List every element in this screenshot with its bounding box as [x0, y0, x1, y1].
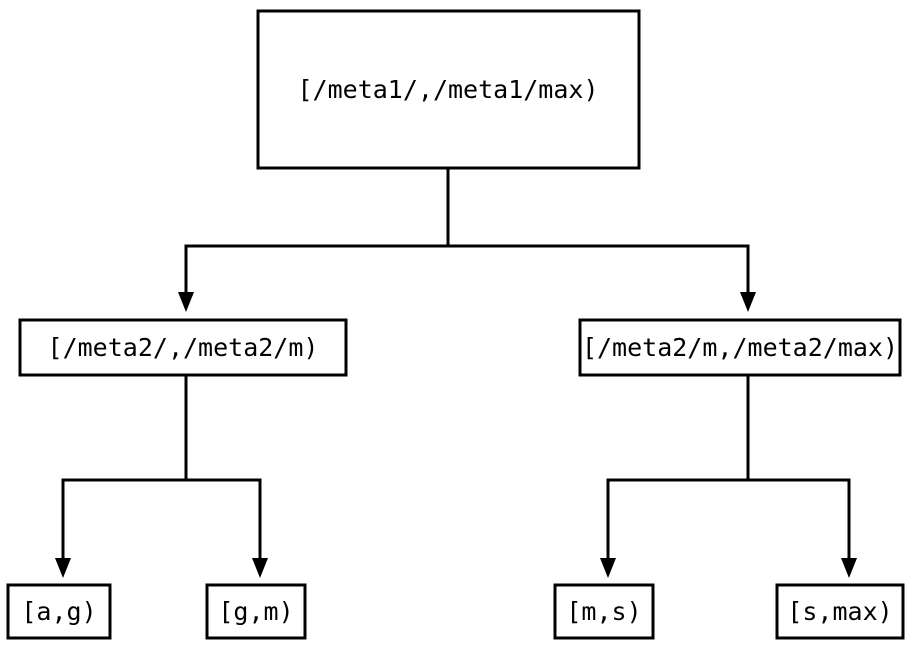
tree-node-leaf-m-s[interactable]: [m,s): [553, 583, 655, 640]
edge-layer: [61, 168, 851, 558]
node-box-leaf-s-max[interactable]: [775, 583, 905, 640]
node-label-leaf-s-max: [s,max): [787, 597, 892, 626]
node-box-leaf-m-s[interactable]: [553, 583, 655, 640]
arrowhead-layer: [55, 292, 857, 578]
arrowhead-icon-leaf-g-m: [252, 558, 268, 578]
edge-mid-right-to-leaf-s-max: [746, 375, 851, 558]
arrowhead-icon-leaf-a-g: [55, 558, 71, 578]
node-label-root: [/meta1/,/meta1/max): [297, 75, 598, 104]
edge-mid-left-to-leaf-g-m: [184, 375, 262, 558]
tree-node-leaf-a-g[interactable]: [a,g): [6, 583, 112, 640]
node-box-leaf-g-m[interactable]: [205, 583, 307, 640]
node-label-leaf-g-m: [g,m): [218, 597, 293, 626]
arrowhead-icon-leaf-m-s: [600, 558, 616, 578]
node-box-root[interactable]: [256, 9, 641, 170]
tree-node-mid-left[interactable]: [/meta2/,/meta2/m): [18, 318, 348, 377]
tree-node-leaf-g-m[interactable]: [g,m): [205, 583, 307, 640]
edge-mid-right-to-leaf-m-s: [606, 375, 750, 558]
tree-node-leaf-s-max[interactable]: [s,max): [775, 583, 905, 640]
node-label-leaf-m-s: [m,s): [566, 597, 641, 626]
arrowhead-icon-mid-right: [740, 292, 756, 312]
arrowhead-icon-leaf-s-max: [841, 558, 857, 578]
node-label-mid-left: [/meta2/,/meta2/m): [48, 333, 319, 362]
node-label-leaf-a-g: [a,g): [21, 597, 96, 626]
node-box-leaf-a-g[interactable]: [6, 583, 112, 640]
tree-node-root[interactable]: [/meta1/,/meta1/max): [256, 9, 641, 170]
edge-root-to-mid-left: [184, 168, 450, 292]
arrowhead-icon-mid-left: [178, 292, 194, 312]
edge-root-to-mid-right: [446, 168, 750, 292]
node-layer: [/meta1/,/meta1/max) [/meta2/,/meta2/m) …: [6, 9, 905, 640]
tree-node-mid-right[interactable]: [/meta2/m,/meta2/max): [578, 318, 902, 377]
node-label-mid-right: [/meta2/m,/meta2/max): [582, 333, 898, 362]
edge-mid-left-to-leaf-a-g: [61, 375, 188, 558]
node-box-mid-left[interactable]: [18, 318, 348, 377]
node-box-mid-right[interactable]: [578, 318, 902, 377]
